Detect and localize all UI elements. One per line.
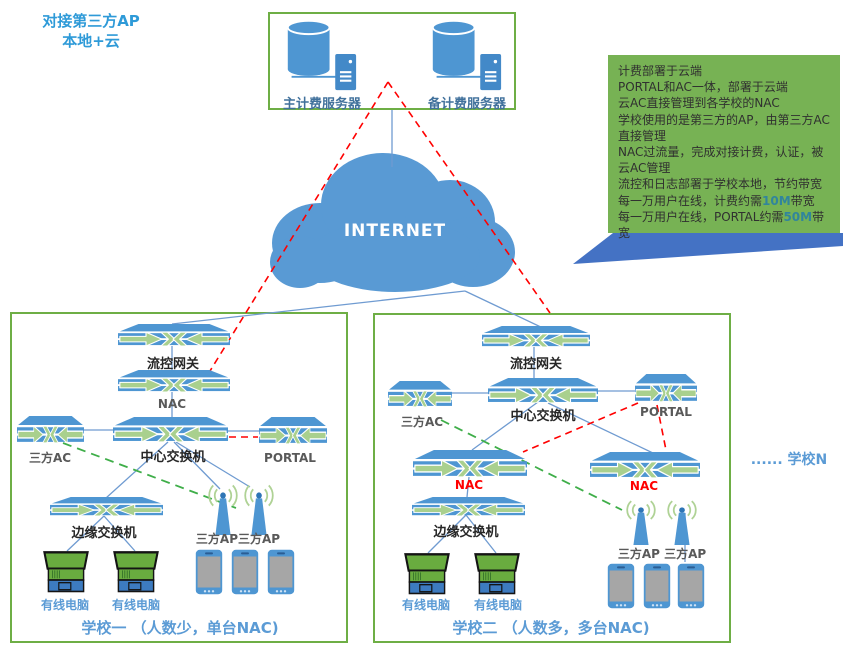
school1-edge-switch-icon bbox=[50, 497, 163, 516]
school1-third-party-ac-label: 三方AC bbox=[28, 451, 72, 465]
annotation-line: 计费部署于云端 bbox=[618, 64, 703, 78]
school1-nac-switch-icon bbox=[118, 370, 230, 392]
school1-smartphone-icon bbox=[267, 549, 295, 595]
school2-wired-pc-left-label: 有线电脑 bbox=[401, 598, 450, 612]
school2-caption: 学校二 （人数多，多台NAC) bbox=[452, 619, 650, 637]
school2-nac-right-label: NAC bbox=[629, 479, 659, 493]
school1-wired-pc-left-label: 有线电脑 bbox=[40, 598, 89, 612]
school2-edge-switch-icon bbox=[412, 497, 525, 516]
school1-core-switch-label: 中心交换机 bbox=[140, 450, 206, 465]
school2-third-party-ap-label: 三方AP 三方AP bbox=[617, 547, 707, 561]
bandwidth-10m-value: 10M bbox=[762, 193, 791, 208]
school2-wired-pc-right-label: 有线电脑 bbox=[473, 598, 522, 612]
school2-third-party-ac-label: 三方AC bbox=[400, 415, 444, 429]
school2-nac-left-switch-icon bbox=[413, 450, 527, 477]
annotation-line: 每一万用户在线，PORTAL约需50M带宽 bbox=[618, 209, 825, 241]
school1-flow-gateway-label: 流控网关 bbox=[146, 357, 199, 372]
annotation-line: 云AC直接管理到各学校的NAC bbox=[618, 96, 780, 111]
primary-billing-server-label: 主计费服务器 bbox=[282, 97, 361, 112]
school1-wifi-ap-icon bbox=[244, 484, 274, 535]
school2-core-switch-icon bbox=[488, 378, 598, 403]
annotation-line: PORTAL和AC一体，部署于云端 bbox=[618, 80, 788, 95]
school1-third-party-ac-icon bbox=[17, 416, 84, 443]
school1-nac-label: NAC bbox=[157, 397, 187, 411]
school1-smartphone-icon bbox=[195, 549, 223, 595]
backup-billing-server-label: 备计费服务器 bbox=[427, 97, 506, 112]
annotation-line: 流控和日志部署于学校本地，节约带宽 bbox=[618, 177, 823, 192]
school1-caption: 学校一 （人数少，单台NAC) bbox=[81, 619, 279, 637]
school1-portal-icon bbox=[259, 417, 327, 444]
school2-laptop-icon bbox=[404, 553, 450, 595]
school2-flow-gateway-label: 流控网关 bbox=[509, 357, 562, 372]
internet-label: INTERNET bbox=[343, 221, 447, 241]
school2-wifi-ap-icon bbox=[626, 500, 656, 545]
school2-nac-left-label: NAC bbox=[454, 478, 484, 492]
school2-flow-gateway-switch-icon bbox=[482, 326, 590, 347]
annotation-line: 学校使用的是第三方的AP，由第三方AC直接管理 bbox=[618, 112, 830, 143]
primary-billing-server-icon bbox=[286, 19, 358, 92]
annotation-line: NAC过流量，完成对接计费，认证，被云AC管理 bbox=[618, 145, 824, 176]
school2-third-party-ac-icon bbox=[388, 381, 452, 407]
school2-smartphone-icon bbox=[677, 563, 705, 609]
school1-portal-label: PORTAL bbox=[264, 451, 316, 465]
school1-core-switch-icon bbox=[113, 417, 228, 442]
school1-third-party-ap-label: 三方AP三方AP bbox=[195, 532, 281, 546]
school2-edge-switch-label: 边缘交换机 bbox=[433, 525, 499, 540]
school1-flow-gateway-switch-icon bbox=[118, 324, 230, 346]
school2-smartphone-icon bbox=[643, 563, 671, 609]
more-schools-note: ...... 学校N bbox=[750, 452, 828, 468]
school2-laptop-icon bbox=[474, 553, 520, 595]
annotation-line: 每一万用户在线，计费约需10M带宽 bbox=[618, 193, 815, 208]
school2-smartphone-icon bbox=[607, 563, 635, 609]
backup-billing-server-icon bbox=[431, 19, 503, 92]
school1-wifi-ap-icon bbox=[208, 484, 238, 535]
school2-wifi-ap-icon bbox=[667, 500, 697, 545]
school1-laptop-icon bbox=[113, 551, 159, 593]
school1-edge-switch-label: 边缘交换机 bbox=[71, 526, 137, 541]
annotation-bubble: 计费部署于云端 PORTAL和AC一体，部署于云端 云AC直接管理到各学校的NA… bbox=[608, 55, 840, 240]
school2-core-switch-label: 中心交换机 bbox=[510, 409, 576, 424]
school2-portal-label: PORTAL bbox=[640, 405, 692, 419]
school2-portal-icon bbox=[635, 374, 697, 402]
red-path-to-school2 bbox=[387, 81, 551, 314]
school1-laptop-icon bbox=[43, 551, 89, 593]
school2-nac-right-switch-icon bbox=[590, 452, 700, 478]
school1-wired-pc-right-label: 有线电脑 bbox=[111, 598, 160, 612]
bandwidth-50m-value: 50M bbox=[783, 209, 813, 224]
school1-smartphone-icon bbox=[231, 549, 259, 595]
diagram-title: 对接第三方AP 本地+云 bbox=[42, 12, 140, 51]
